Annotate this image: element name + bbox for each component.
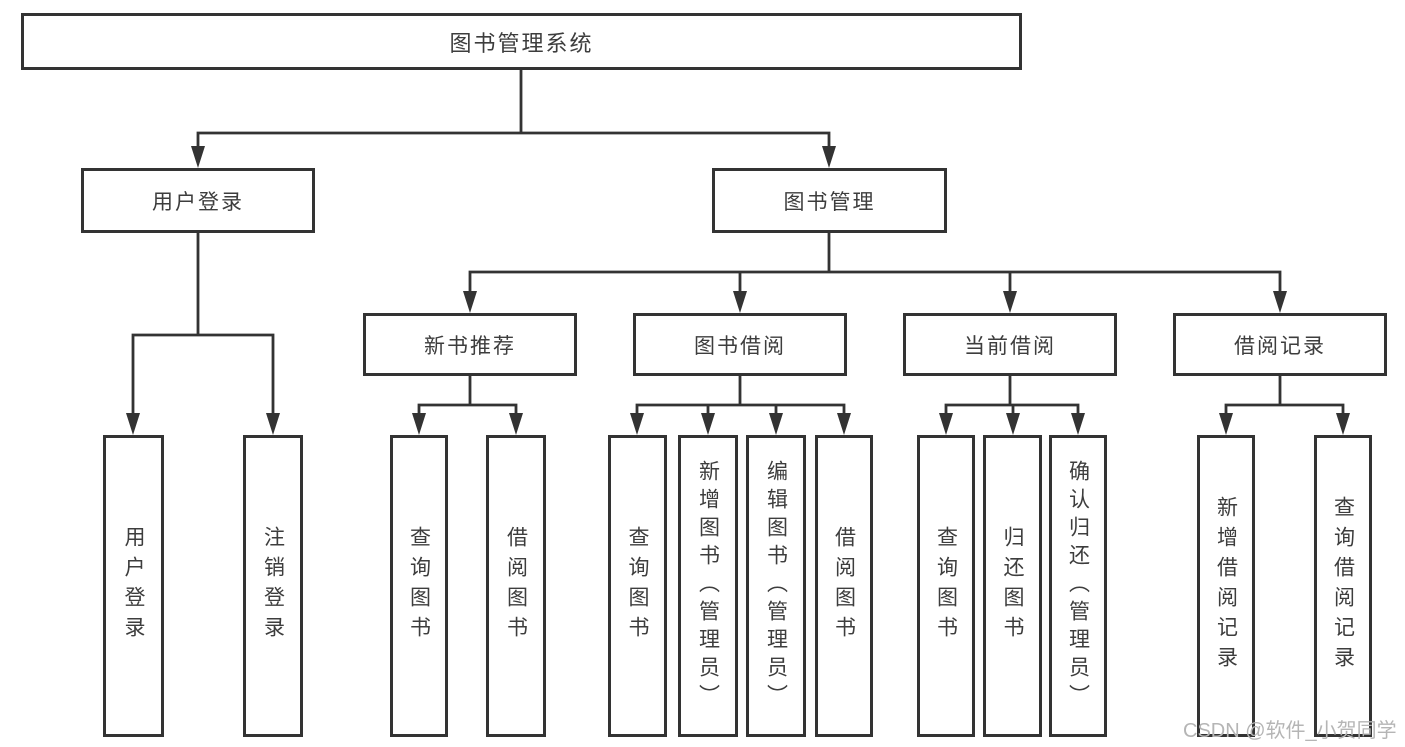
leaf-query-borrow-record-label: 查询借阅记录 [1331,496,1355,676]
leaf-logout-label: 注销登录 [261,526,285,646]
node-book-borrowing-label: 图书借阅 [694,334,786,358]
node-new-book-recommend: 新书推荐 [363,313,577,376]
node-borrowing-records: 借阅记录 [1173,313,1387,376]
leaf-add-books-admin-label: 新增图书（管理员） [696,460,720,712]
node-book-management: 图书管理 [712,168,947,233]
leaf-edit-books-admin: 编辑图书（管理员） [746,435,806,737]
leaf-confirm-return-admin: 确认归还（管理员） [1049,435,1107,737]
leaf-query-books-1-label: 查询图书 [407,526,431,646]
node-borrowing-records-label: 借阅记录 [1234,334,1326,358]
node-new-book-recommend-label: 新书推荐 [424,334,516,358]
leaf-query-borrow-record: 查询借阅记录 [1314,435,1372,737]
leaf-logout: 注销登录 [243,435,303,737]
leaf-confirm-return-admin-label: 确认归还（管理员） [1066,460,1090,712]
leaf-edit-books-admin-label: 编辑图书（管理员） [764,460,788,712]
node-current-borrowing: 当前借阅 [903,313,1117,376]
leaf-user-login: 用户登录 [103,435,164,737]
leaf-add-books-admin: 新增图书（管理员） [678,435,738,737]
leaf-user-login-label: 用户登录 [122,526,145,646]
leaf-borrow-books-2-label: 借阅图书 [832,526,856,646]
node-book-management-label: 图书管理 [783,190,876,214]
watermark-text: CSDN @软件_小贺同学 [1183,720,1397,742]
leaf-query-books-3: 查询图书 [917,435,975,737]
node-current-borrowing-label: 当前借阅 [964,334,1056,358]
node-book-borrowing: 图书借阅 [633,313,847,376]
leaf-return-books: 归还图书 [983,435,1042,737]
leaf-add-borrow-record: 新增借阅记录 [1197,435,1255,737]
node-user-login-label: 用户登录 [152,190,244,214]
leaf-borrow-books-1-label: 借阅图书 [504,526,528,646]
node-root: 图书管理系统 [21,13,1022,70]
node-user-login: 用户登录 [81,168,315,233]
leaf-add-borrow-record-label: 新增借阅记录 [1214,496,1238,676]
leaf-query-books-2-label: 查询图书 [626,526,649,646]
leaf-borrow-books-2: 借阅图书 [815,435,873,737]
leaf-query-books-3-label: 查询图书 [934,526,958,646]
leaf-query-books-1: 查询图书 [390,435,448,737]
leaf-query-books-2: 查询图书 [608,435,667,737]
leaf-return-books-label: 归还图书 [1001,526,1024,646]
leaf-borrow-books-1: 借阅图书 [486,435,546,737]
node-root-label: 图书管理系统 [449,30,594,56]
